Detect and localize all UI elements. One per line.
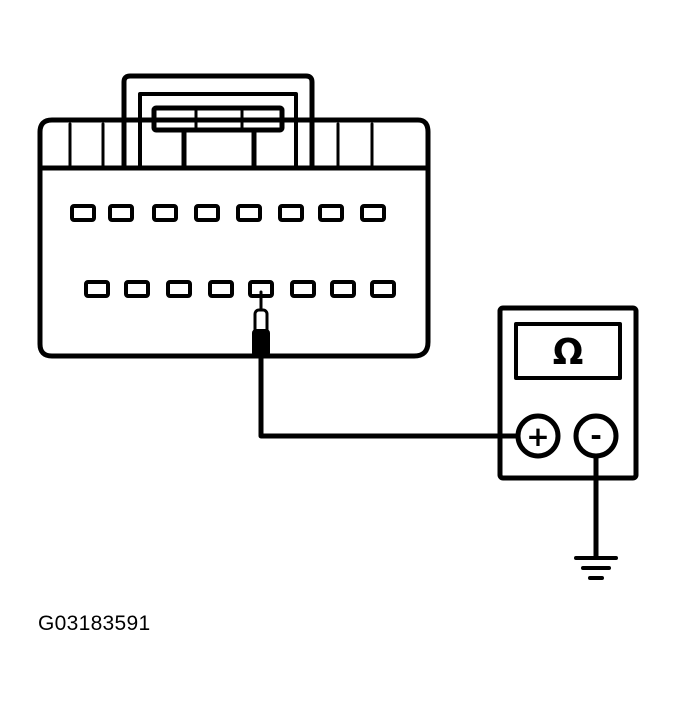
positive-terminal-label: + (526, 420, 549, 453)
pin-cavity (278, 204, 304, 222)
test-lead-wire (258, 353, 521, 439)
pin-cavity (290, 280, 316, 298)
ground-icon (574, 556, 618, 580)
pin-cavity (166, 280, 192, 298)
meter-display (514, 322, 622, 380)
pin-cavity (124, 280, 150, 298)
pin-cavity (152, 204, 178, 222)
pin-cavity (236, 204, 262, 222)
ohmmeter (497, 305, 639, 481)
pin-cavity (360, 204, 386, 222)
pin-cavity (194, 204, 220, 222)
pin-cavity (84, 280, 110, 298)
lower-pin-row (84, 280, 396, 298)
ohm-symbol: Ω (553, 332, 584, 373)
pin-cavity (70, 204, 96, 222)
probe-handle (252, 329, 270, 357)
pin-cavity (318, 204, 344, 222)
pin-cavity (208, 280, 234, 298)
connector-body (37, 117, 431, 359)
negative-terminal-label: - (590, 419, 602, 452)
pin-cavity (108, 204, 134, 222)
upper-pin-row (70, 204, 386, 222)
connector (37, 73, 431, 359)
figure-id-caption: G03183591 (38, 612, 151, 635)
pin-cavity (370, 280, 396, 298)
meter-body (497, 305, 639, 481)
test-probe (252, 290, 270, 357)
connector-lock-tab (121, 73, 315, 171)
positive-terminal (515, 413, 561, 459)
pin-cavity (330, 280, 356, 298)
